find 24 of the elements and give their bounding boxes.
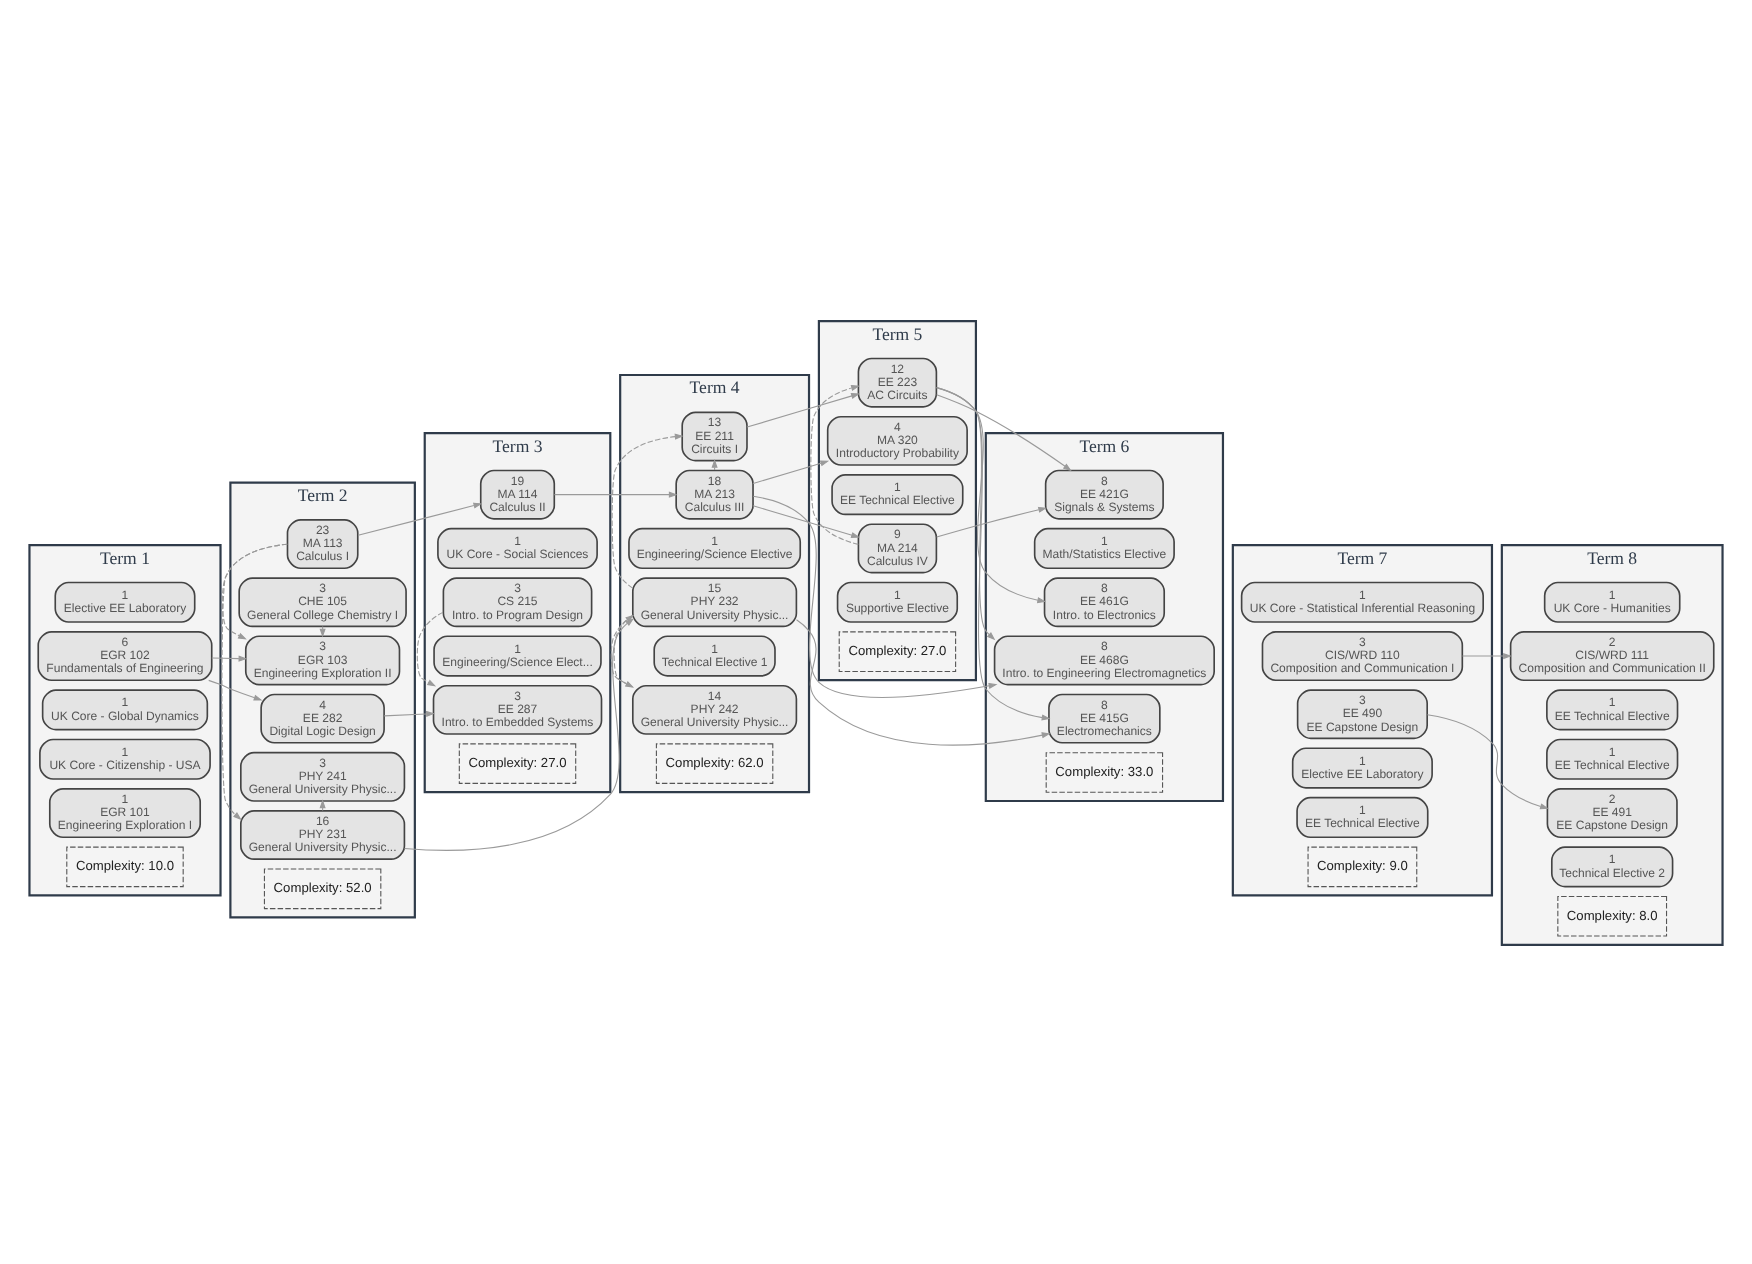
arrow: [319, 798, 326, 811]
arrow: [795, 618, 1051, 745]
arrow: [319, 624, 326, 637]
arrow: [211, 654, 248, 661]
arrow: [1426, 713, 1549, 809]
arrow: [208, 678, 263, 700]
arrow: [711, 457, 718, 470]
arrow: [383, 709, 435, 717]
arrow: [221, 542, 288, 820]
arrow: [1461, 651, 1512, 659]
arrow: [752, 494, 998, 697]
arrow: [810, 384, 860, 544]
arrow: [936, 386, 996, 640]
arrow: [936, 386, 1047, 603]
arrow: [746, 392, 860, 427]
arrow: [936, 393, 1072, 471]
arrow: [936, 386, 1051, 720]
arrow: [936, 505, 1048, 537]
arrow: [357, 501, 483, 535]
arrow: [752, 459, 830, 484]
arrow: [416, 610, 444, 686]
arrow: [752, 504, 860, 538]
arrow: [611, 432, 684, 588]
arrow: [553, 490, 678, 497]
